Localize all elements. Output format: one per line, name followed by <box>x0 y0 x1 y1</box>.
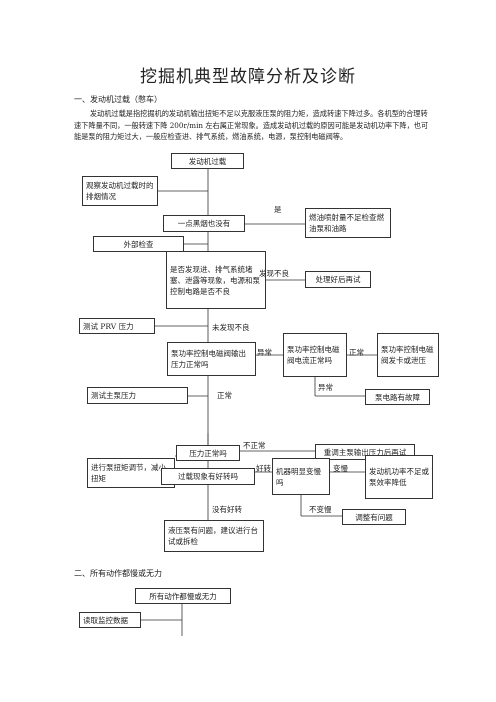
label-abnormal-2: 异常 <box>318 383 333 392</box>
label-not-found: 未发现不良 <box>212 323 250 332</box>
box-pressure-ok: 压力正常吗 <box>176 445 240 461</box>
label-slower: 变慢 <box>333 464 348 473</box>
label-not-slower: 不变慢 <box>309 505 332 514</box>
box-adjust-issue: 调整有问题 <box>342 509 406 525</box>
label-normal-1: 正常 <box>349 348 364 357</box>
box-pump-circuit: 泵电路有故障 <box>365 389 430 405</box>
box-fuel-injection: 燃油喷射量不足检查燃油泵和油路 <box>305 208 391 238</box>
label-abnormal-1: 异常 <box>257 348 272 357</box>
label-found-bad: 发现不良 <box>259 269 289 278</box>
box-overload-better: 过载现象有好转吗 <box>161 468 255 485</box>
label-better: 好转 <box>256 464 271 473</box>
box-power-low: 发动机功率不足或泵效率降低 <box>365 455 433 499</box>
box-test-main-pump: 测试主泵压力 <box>87 387 188 404</box>
box-hydraulic-pump: 液压泵有问题，建议进行台试或拆检 <box>164 520 264 552</box>
label-no-better: 没有好转 <box>212 505 242 514</box>
box-valve-pressure: 泵功率控制电磁阀输出压力正常吗 <box>167 342 256 376</box>
box-speed-drop: 机器明显变慢吗 <box>272 458 330 495</box>
page-title: 挖掘机典型故障分析及诊断 <box>140 67 356 87</box>
box-all-actions-slow: 所有动作都慢或无力 <box>135 588 231 604</box>
box-valve-stuck: 泵功率控制电磁阀发卡或泄压 <box>377 333 439 377</box>
label-normal-2: 正常 <box>217 391 232 400</box>
box-observe-smoke: 观察发动机过载时的排烟情况 <box>82 176 158 206</box>
section-1-heading: 一、发动机过载（憋车） <box>74 95 162 104</box>
box-valve-current: 泵功率控制电磁阀电流正常吗 <box>283 333 347 377</box>
box-adjust-torque: 进行泵扭矩调节，减小扭矩 <box>87 458 175 488</box>
box-external-check: 外部检查 <box>93 236 184 252</box>
section-2-heading: 二、所有动作都慢或无力 <box>74 569 162 578</box>
box-fix-retry: 处理好后再试 <box>305 271 371 288</box>
section-1-paragraph: 发动机过载是指挖掘机的发动机输出扭矩不足以克服液压泵的阻力矩，造成转速下降过多。… <box>74 109 429 141</box>
box-read-monitor-data: 读取监控数据 <box>79 612 141 628</box>
box-engine-overload: 发动机过载 <box>171 153 244 169</box>
box-check-systems: 是否发现进、排气系统堵塞、泄露等现象，电源和泵控制电路是否不良 <box>166 251 266 309</box>
label-yes: 是 <box>274 205 282 214</box>
label-not-normal: 不正常 <box>243 441 266 450</box>
box-test-prv: 测试 PRV 压力 <box>79 318 155 334</box>
box-no-black-smoke: 一点黑烟也没有 <box>163 215 245 232</box>
